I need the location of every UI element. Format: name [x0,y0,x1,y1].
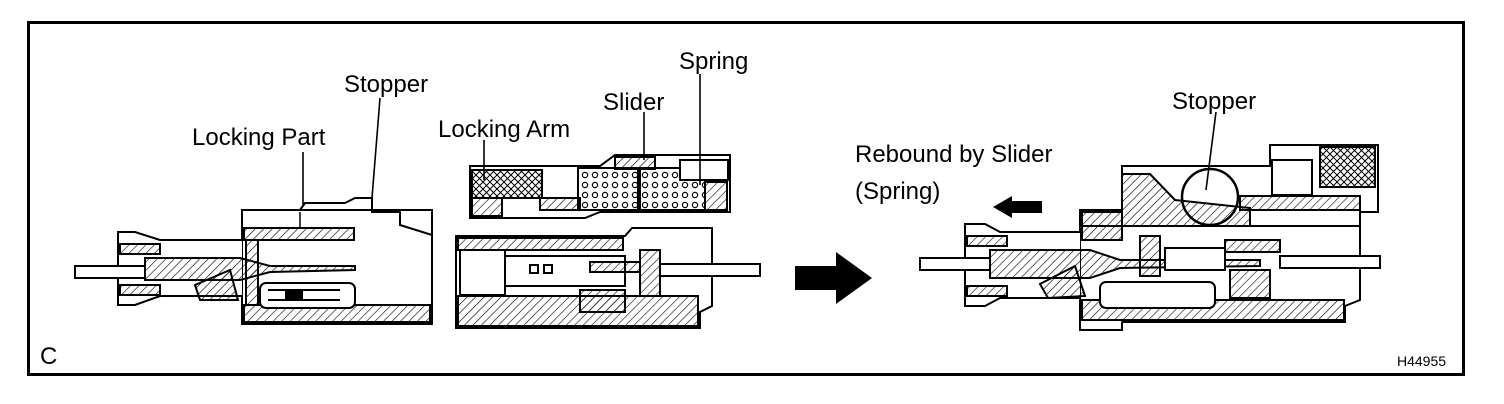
female-connector [74,197,433,325]
rebound-label-line1: Rebound by Slider [855,141,1053,168]
stopper-label-left: Stopper [344,71,429,98]
spring-label: Spring [679,48,749,75]
rebound-label-line2: (Spring) [855,178,941,205]
mated-connector [919,144,1381,331]
stopper-label-right: Stopper [1172,88,1257,115]
locking-part-label: Locking Part [192,124,326,151]
locking-arm-label: Locking Arm [438,116,571,143]
male-connector [455,154,761,329]
corner-letter: C [40,343,58,370]
leader-lines [302,74,1217,205]
figure-code: H44955 [1397,353,1447,369]
slider-label: Slider [603,89,665,116]
rebound-arrow [993,196,1042,218]
transition-arrow [795,252,872,304]
